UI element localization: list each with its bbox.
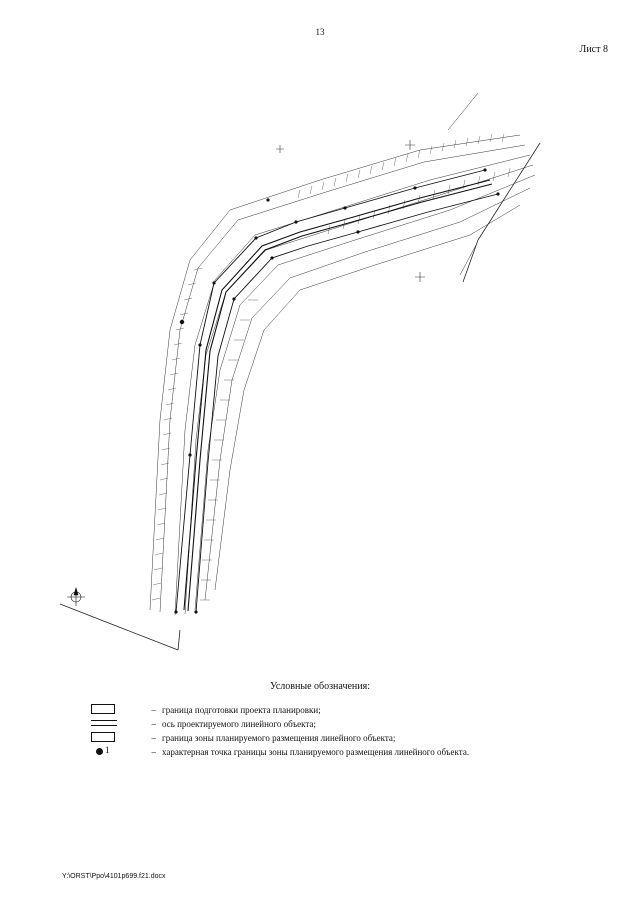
- legend-dash: –: [151, 746, 157, 757]
- page-number: 13: [315, 27, 325, 37]
- legend: – граница подготовки проекта планировки;…: [88, 703, 588, 759]
- grid-crosses: [276, 140, 425, 282]
- legend-text: ось проектируемого линейного объекта;: [162, 718, 316, 729]
- legend-dash: –: [151, 732, 157, 743]
- double-line-icon: [88, 717, 128, 730]
- sheet-label: Лист 8: [579, 44, 608, 55]
- rectangle-outline-icon: [88, 703, 128, 716]
- project-boundary: [59, 142, 541, 651]
- footer-file-path: Y:\ORST\Ppo\4101p699.f21.docx: [62, 873, 166, 880]
- rectangle-thick-icon: [88, 731, 128, 744]
- legend-item-axis: – ось проектируемого линейного объекта;: [88, 717, 588, 730]
- legend-text: характерная точка границы зоны планируем…: [162, 746, 470, 757]
- road-lines: [447, 92, 479, 276]
- legend-title: Условные обозначения:: [269, 681, 370, 692]
- point-label: 1: [105, 745, 110, 755]
- legend-text: граница зоны планируемого размещения лин…: [162, 732, 396, 743]
- north-arrow-icon: [67, 586, 85, 606]
- legend-text: граница подготовки проекта планировки;: [162, 704, 321, 715]
- legend-dash: –: [151, 718, 157, 729]
- legend-item-placement-zone: – граница зоны планируемого размещения л…: [88, 731, 588, 744]
- point-dot-icon: 1: [88, 745, 128, 758]
- legend-item-planning-boundary: – граница подготовки проекта планировки;: [88, 703, 588, 716]
- linear-object-axis: [183, 179, 493, 612]
- slope-hatching: [151, 133, 511, 601]
- legend-item-characteristic-point: 1 – характерная точка границы зоны плани…: [88, 745, 588, 758]
- characteristic-points: [174, 168, 500, 614]
- legend-dash: –: [151, 704, 157, 715]
